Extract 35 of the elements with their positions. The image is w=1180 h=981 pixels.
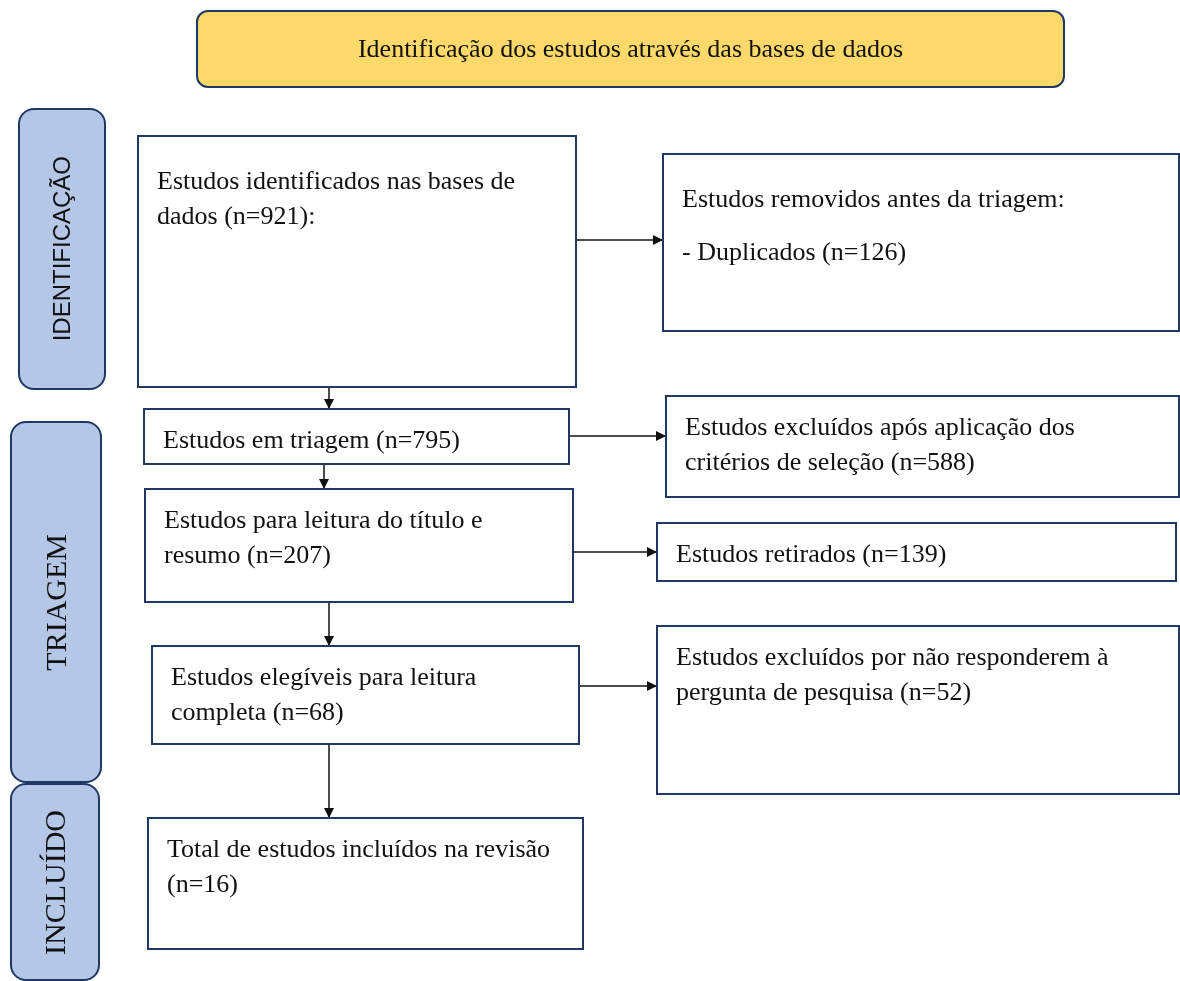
- title-banner: [196, 10, 1065, 88]
- box-text: Estudos para leitura do título e resumo (n=207): [164, 504, 484, 572]
- arrow: [324, 744, 334, 818]
- process-box: [143, 408, 570, 465]
- process-box: [144, 488, 574, 603]
- arrow: [324, 602, 334, 646]
- stage-band: [10, 421, 102, 783]
- arrow: [569, 431, 666, 441]
- box-text: Estudos retirados (n=139): [676, 538, 948, 570]
- box-text: Estudos identificados nas bases de dados (n=921):: [157, 165, 517, 233]
- arrow: [579, 681, 657, 691]
- stage-label: IDENTIFICAÇÃO: [46, 156, 76, 342]
- arrow: [319, 464, 329, 489]
- process-box: [656, 522, 1177, 582]
- arrow: [573, 547, 657, 557]
- box-text: Estudos em triagem (n=795): [163, 424, 461, 456]
- box-text: - Duplicados (n=126): [682, 236, 908, 269]
- process-box: [662, 153, 1180, 332]
- title-text: Identificação dos estudos através das bases de dados: [357, 33, 904, 66]
- stage-band: [10, 783, 100, 981]
- box-text: Total de estudos incluídos na revisão (n=16): [167, 833, 552, 901]
- stage-band: [18, 108, 106, 390]
- arrow: [324, 387, 334, 409]
- process-box: [147, 817, 584, 950]
- box-text: Estudos excluídos por não responderem à pergunta de pesquisa (n=52): [676, 641, 1110, 709]
- process-box: [656, 625, 1180, 795]
- process-box: [137, 135, 577, 388]
- process-box: [151, 645, 580, 745]
- box-text: Estudos elegíveis para leitura completa (n=68): [171, 661, 478, 729]
- stage-label: INCLUÍDO: [36, 809, 72, 955]
- box-text: Estudos removidos antes da triagem:: [682, 183, 1066, 215]
- process-box: [665, 395, 1180, 498]
- stage-label: TRIAGEM: [37, 533, 73, 671]
- box-text: Estudos excluídos após aplicação dos critérios de seleção (n=588): [685, 411, 1076, 479]
- arrow: [576, 235, 663, 245]
